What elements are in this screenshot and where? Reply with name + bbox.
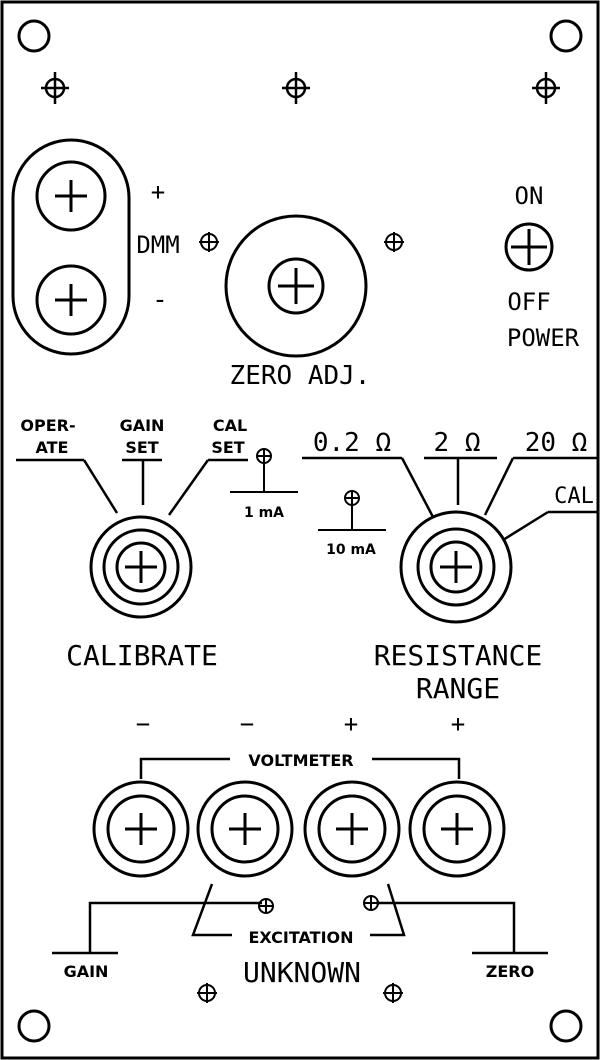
- power-label: POWER: [507, 324, 580, 352]
- excitation-label: EXCITATION: [248, 928, 353, 947]
- mount-hole-icon: [549, 19, 583, 53]
- terminal-jack-1[interactable]: [92, 780, 190, 878]
- range-2-label: 2 Ω: [434, 428, 481, 458]
- cal-pos-cal-1: CAL: [213, 416, 247, 435]
- cal-pos-operate-1: OPER-: [20, 416, 75, 435]
- cal-pos-operate-2: ATE: [36, 438, 69, 457]
- range-label: RANGE: [416, 672, 500, 705]
- current-10ma-label: 10 mA: [326, 542, 376, 558]
- dmm-minus-jack[interactable]: [35, 264, 107, 336]
- resistance-range-switch[interactable]: [399, 510, 513, 624]
- unknown-label: UNKNOWN: [243, 956, 361, 989]
- calibrate-switch[interactable]: [89, 515, 193, 619]
- voltmeter-label: VOLTMETER: [248, 751, 353, 770]
- power-on-label: ON: [515, 182, 544, 210]
- zero-label: ZERO: [486, 962, 534, 981]
- dmm-plus-jack[interactable]: [35, 160, 107, 232]
- unknown-screw-icon: [383, 983, 403, 1003]
- power-switch[interactable]: [504, 222, 554, 272]
- registration-mark-icon: [41, 72, 69, 104]
- unknown-screw-icon: [197, 983, 217, 1003]
- gain-lead: [52, 901, 262, 955]
- calibrate-label: CALIBRATE: [66, 639, 218, 672]
- excitation-bracket: [191, 883, 406, 937]
- terminal-3-sign: +: [344, 710, 358, 738]
- registration-mark-icon: [282, 72, 310, 104]
- range-pointer-lines: [302, 456, 598, 542]
- terminal-jack-2[interactable]: [196, 780, 294, 878]
- terminal-4-sign: +: [451, 710, 465, 738]
- terminal-2-sign: −: [240, 710, 254, 738]
- excitation-test-point-icon: [258, 898, 274, 914]
- zero-adj-label: ZERO ADJ.: [230, 361, 371, 391]
- gain-label: GAIN: [64, 962, 109, 981]
- cal-pos-cal-2: SET: [211, 438, 244, 457]
- zero-lead: [376, 901, 548, 955]
- current-1ma-label: 1 mA: [244, 505, 284, 521]
- terminal-jack-4[interactable]: [408, 780, 506, 878]
- dmm-plus-label: +: [151, 178, 165, 206]
- mount-hole-icon: [17, 1009, 51, 1043]
- test-point-10ma-icon: [318, 490, 386, 531]
- calibrate-pointer-lines: [16, 458, 248, 516]
- zero-adj-knob[interactable]: [224, 214, 368, 358]
- range-cal-label: CAL: [554, 484, 594, 509]
- resistance-label: RESISTANCE: [374, 639, 543, 672]
- registration-mark-icon: [532, 72, 560, 104]
- excitation-test-point-icon: [363, 895, 379, 911]
- terminal-1-sign: −: [136, 710, 150, 738]
- voltmeter-bracket: [139, 757, 461, 779]
- zero-adj-screw-icon: [199, 232, 219, 252]
- dmm-minus-label: -: [152, 285, 168, 315]
- mount-hole-icon: [549, 1009, 583, 1043]
- range-0-2-label: 0.2 Ω: [313, 428, 391, 458]
- zero-adj-screw-icon: [384, 232, 404, 252]
- test-point-1ma-icon: [230, 448, 298, 493]
- dmm-jack-frame: [11, 138, 131, 356]
- cal-pos-gain-2: SET: [125, 438, 158, 457]
- power-off-label: OFF: [507, 288, 550, 316]
- mount-hole-icon: [17, 19, 51, 53]
- dmm-label: DMM: [136, 231, 179, 259]
- terminal-jack-3[interactable]: [303, 780, 401, 878]
- range-20-label: 20 Ω: [525, 428, 588, 458]
- cal-pos-gain-1: GAIN: [120, 416, 165, 435]
